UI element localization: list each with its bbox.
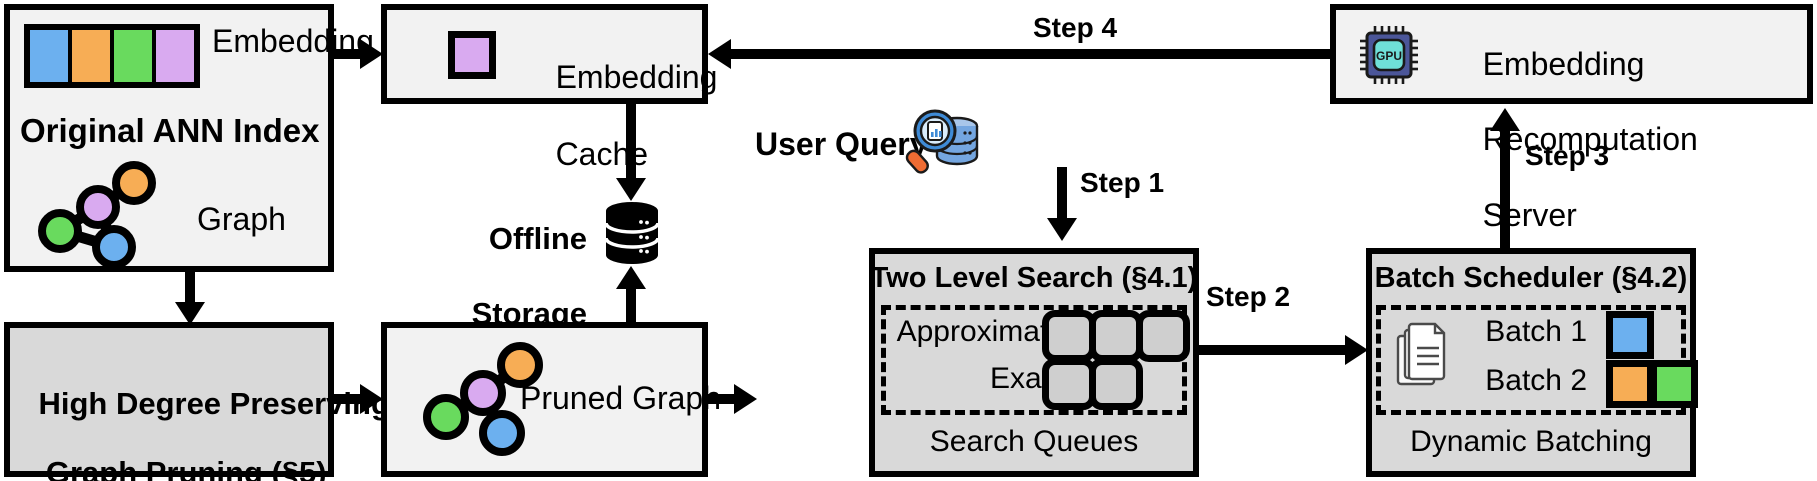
user-query-label: User Query [755,126,928,162]
documents-stack-icon [1396,322,1446,386]
batch-scheduler-title: Batch Scheduler (§4.2) [1374,262,1688,294]
arrow-pruned-to-search-line [708,394,738,404]
arrow-cache-to-storage-line [626,104,636,182]
arrow-index-to-pruning-line [185,272,195,304]
queue-block[interactable] [1089,358,1143,410]
arrow-step4-line [730,49,1330,59]
arrow-step2-head [1345,335,1368,365]
graph-pruning-line1: High Degree Preserving [38,385,390,421]
arrow-step4-head [708,39,731,69]
dynamic-batching-footer: Dynamic Batching [1410,425,1652,458]
arrow-pruning-to-pruned-line [334,394,364,404]
arrow-pruned-to-storage-line [626,288,636,330]
step1-label: Step 1 [1080,167,1165,198]
batch-2-swatch-green [1650,360,1698,408]
embedding-cache-box [381,4,708,104]
recomputation-server-line3: Server [1482,196,1577,233]
gpu-chip-icon: GPU [1360,26,1418,84]
recomputation-server-title: Embedding Recomputation Server [1447,8,1698,272]
arrow-cache-to-storage-head [616,178,646,201]
two-level-search-title: Two Level Search (§4.1) [870,262,1198,294]
arrow-step2-line [1199,345,1351,355]
recomputation-server-line1: Embedding [1482,45,1645,82]
embedding-cell-purple [156,30,194,82]
step3-label: Step 3 [1525,140,1610,171]
arrow-step3-head [1490,108,1520,131]
embedding-cell-orange [72,30,114,82]
magnifier-database-icon [905,109,979,174]
embedding-strip [24,24,200,88]
graph-label: Graph [197,201,286,237]
original-graph-icon [38,161,156,269]
batch-2-label: Batch 2 [1485,364,1587,397]
offline-storage-line1: Offline [488,221,587,257]
approximate-queue-blocks [1042,310,1190,362]
graph-pruning-title: High Degree Preserving Graph Pruning (§5… [4,352,389,481]
embedding-cell-blue [30,30,72,82]
arrow-step1-head [1047,218,1077,241]
arrow-pruned-to-storage-head [616,266,646,289]
gpu-chip-icon-text: GPU [1376,49,1402,63]
batch-2-swatch-orange [1606,360,1654,408]
batch-1-swatch-blue [1606,311,1654,359]
step4-label: Step 4 [1033,12,1118,43]
queue-block[interactable] [1136,310,1190,362]
arrow-step1-line [1057,167,1067,222]
original-ann-index-title: Original ANN Index [20,112,320,149]
search-queues-footer: Search Queues [929,425,1139,458]
arrow-pruned-to-search-head [734,384,757,414]
database-cylinder-icon [604,202,660,264]
exact-label: Exact [989,362,1065,395]
embedding-cache-line1: Embedding [555,59,718,96]
pruned-graph-icon [423,342,543,456]
queue-block[interactable] [1042,358,1096,410]
step2-label: Step 2 [1206,281,1291,312]
two-level-search-box [869,248,1199,477]
arrow-index-to-pruning-head [175,302,205,325]
embedding-cache-swatch [448,31,496,79]
queue-block[interactable] [1042,310,1096,362]
approximate-label: Approximate [896,315,1065,348]
queue-block[interactable] [1089,310,1143,362]
pruned-graph-label: Pruned Graph [520,380,722,416]
exact-queue-blocks [1042,358,1143,410]
recomputation-server-line2: Recomputation [1482,121,1698,158]
graph-pruning-line2: Graph Pruning (§5) [45,455,327,481]
graph-pruning-box [4,322,334,477]
arrow-index-to-cache-head [360,39,383,69]
arrow-pruning-to-pruned-head [360,384,383,414]
search-queues-group [881,305,1187,415]
arrow-step3-line [1500,130,1510,248]
arrow-index-to-cache-line [334,49,364,59]
batch-1-label: Batch 1 [1485,315,1587,348]
embedding-cell-green [114,30,156,82]
